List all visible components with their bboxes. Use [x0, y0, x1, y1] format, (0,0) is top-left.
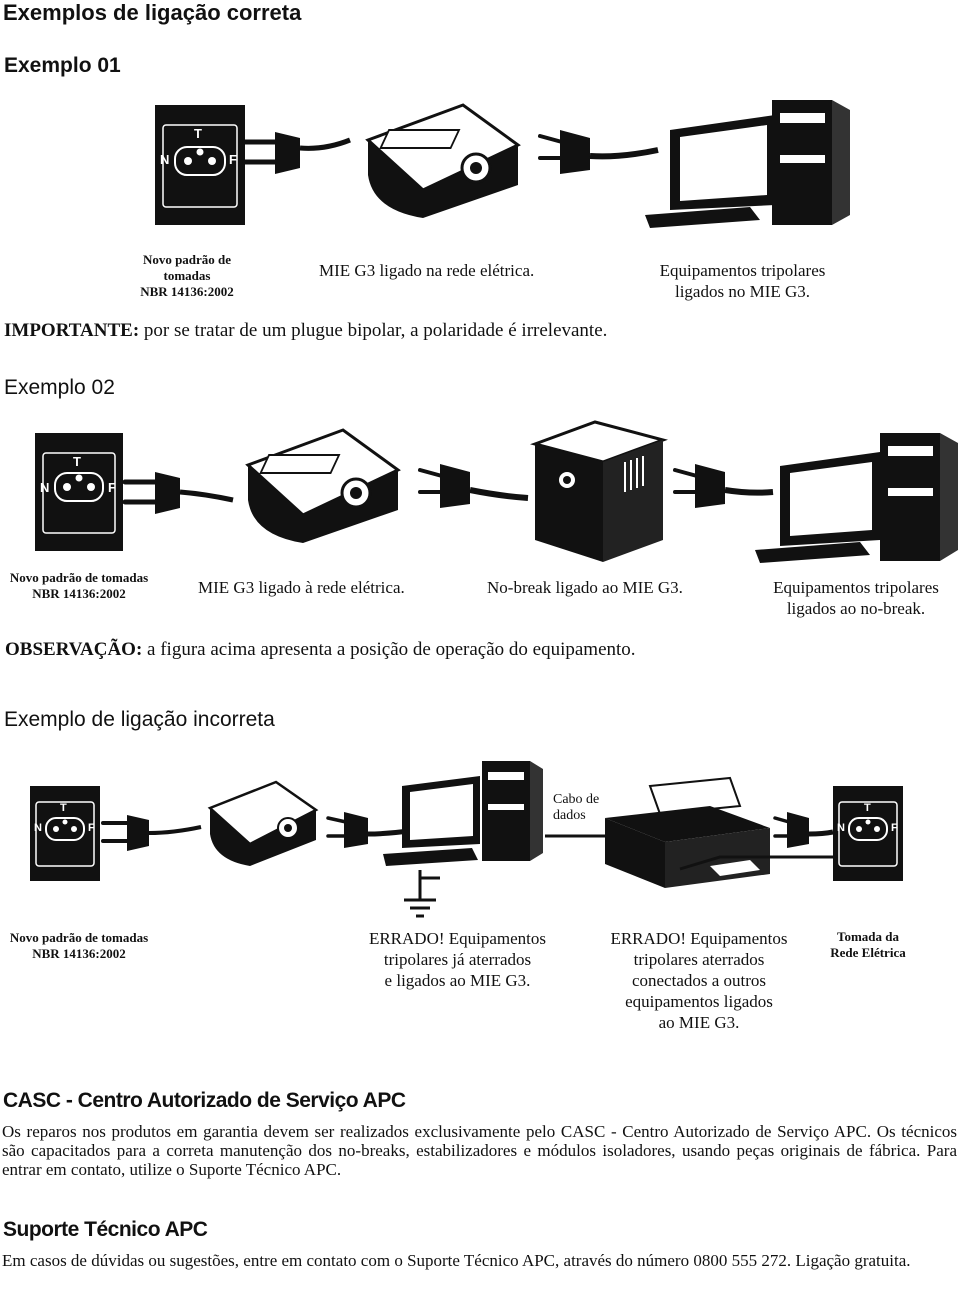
- caption-line: NBR 14136:2002: [32, 586, 126, 601]
- tripolar-plug-icon: [773, 812, 834, 848]
- outlet-n-label: N: [837, 822, 845, 834]
- caption-line: e ligados ao MIE G3.: [384, 971, 531, 990]
- bipolar-plug-icon: [122, 472, 234, 514]
- caption-line: ligados no MIE G3.: [674, 282, 811, 301]
- caption-line: ao MIE G3.: [658, 1013, 740, 1032]
- no-break-icon: [530, 420, 668, 562]
- mie-g3-device-icon: [207, 780, 319, 866]
- note-text: a figura acima apresenta a posição de op…: [142, 639, 636, 660]
- ex2-observation-note: OBSERVAÇÃO: a figura acima apresenta a p…: [5, 639, 636, 661]
- tripolar-plug-icon: [538, 130, 659, 174]
- outlet-f-label: F: [108, 480, 116, 495]
- note-label: IMPORTANTE:: [4, 320, 140, 341]
- example1-heading: Exemplo 01: [4, 54, 121, 77]
- outlet-f-label: F: [891, 822, 898, 834]
- caption-line: Equipamentos tripolares: [659, 261, 826, 280]
- ex2-equip-caption: Equipamentos tripolares ligados ao no-br…: [752, 577, 960, 619]
- caption-line: ERRADO! Equipamentos: [610, 929, 788, 948]
- outlet-t-label: T: [194, 126, 202, 141]
- cable-label-line: Cabo de: [553, 792, 600, 807]
- ex2-nobreak-caption: No-break ligado ao MIE G3.: [487, 578, 683, 597]
- outlet-t-label: T: [864, 802, 871, 814]
- data-cable-line: [545, 834, 605, 838]
- wall-outlet-illustration: [833, 786, 903, 881]
- outlet-f-label: F: [88, 822, 95, 834]
- bipolar-plug-icon: [242, 132, 351, 174]
- mie-g3-device-icon: [365, 103, 521, 218]
- caption-line: Rede Elétrica: [830, 945, 906, 960]
- support-paragraph: Em casos de dúvidas ou sugestões, entre …: [2, 1251, 911, 1270]
- printer-icon: [605, 776, 770, 888]
- outlet-t-label: T: [60, 802, 67, 814]
- incorrect-heading: Exemplo de ligação incorreta: [4, 708, 275, 731]
- ex2-mie-caption: MIE G3 ligado à rede elétrica.: [198, 578, 405, 597]
- computer-icon: [645, 100, 850, 228]
- casc-paragraph: Os reparos nos produtos em garantia deve…: [2, 1122, 957, 1179]
- outlet-n-label: N: [160, 152, 170, 167]
- caption-line: equipamentos ligados: [625, 992, 773, 1011]
- outlet-illustration: [35, 433, 123, 551]
- casc-heading: CASC - Centro Autorizado de Serviço APC: [3, 1089, 406, 1112]
- inc-error1-caption: ERRADO! Equipamentos tripolares já aterr…: [345, 928, 570, 991]
- ex1-equip-caption: Equipamentos tripolares ligados no MIE G…: [640, 260, 845, 302]
- computer-icon: [383, 761, 543, 866]
- caption-line: ligados ao no-break.: [786, 599, 926, 618]
- support-heading: Suporte Técnico APC: [3, 1218, 208, 1241]
- bipolar-plug-icon: [101, 815, 202, 851]
- printer-cable-line: [679, 855, 840, 871]
- ex1-outlet-caption: Novo padrão de tomadas NBR 14136:2002: [118, 252, 256, 300]
- ex2-outlet-caption: Novo padrão de tomadas NBR 14136:2002: [0, 570, 158, 602]
- inc-outlet-caption: Novo padrão de tomadas NBR 14136:2002: [0, 930, 158, 962]
- mie-g3-device-icon: [245, 428, 401, 543]
- tripolar-plug-icon: [418, 464, 529, 508]
- caption-line: conectados a outros: [631, 971, 767, 990]
- outlet-t-label: T: [73, 454, 81, 469]
- ground-icon: [404, 870, 440, 918]
- data-cable-label: Cabo de dados: [553, 792, 599, 824]
- outlet-f-label: F: [229, 152, 237, 167]
- outlet-n-label: N: [40, 480, 50, 495]
- inc-wall-caption: Tomada da Rede Elétrica: [818, 929, 918, 961]
- caption-line: Equipamentos tripolares: [773, 578, 939, 597]
- note-text: por se tratar de um plugue bipolar, a po…: [139, 320, 608, 341]
- caption-line: Novo padrão de tomadas: [9, 570, 149, 585]
- caption-line: Tomada da: [836, 929, 900, 944]
- caption-line: ERRADO! Equipamentos: [368, 929, 547, 948]
- caption-line: NBR 14136:2002: [140, 284, 234, 299]
- caption-line: NBR 14136:2002: [32, 946, 126, 961]
- caption-line: tripolares aterrados: [633, 950, 765, 969]
- outlet-n-label: N: [34, 822, 42, 834]
- outlet-illustration: [30, 786, 100, 881]
- caption-line: Novo padrão de tomadas: [9, 930, 149, 945]
- page-title: Exemplos de ligação correta: [3, 0, 302, 25]
- example2-heading: Exemplo 02: [4, 376, 115, 399]
- ex1-mie-caption: MIE G3 ligado na rede elétrica.: [319, 261, 535, 280]
- caption-line: tripolares já aterrados: [383, 950, 532, 969]
- computer-icon: [755, 433, 958, 563]
- note-label: OBSERVAÇÃO:: [5, 639, 143, 660]
- outlet-illustration: [155, 105, 245, 225]
- cable-label-line: dados: [553, 808, 586, 823]
- caption-line: Novo padrão de tomadas: [142, 252, 232, 283]
- ex1-important-note: IMPORTANTE: por se tratar de um plugue b…: [4, 320, 607, 342]
- inc-error2-caption: ERRADO! Equipamentos tripolares aterrado…: [588, 928, 810, 1033]
- tripolar-plug-icon: [673, 464, 774, 508]
